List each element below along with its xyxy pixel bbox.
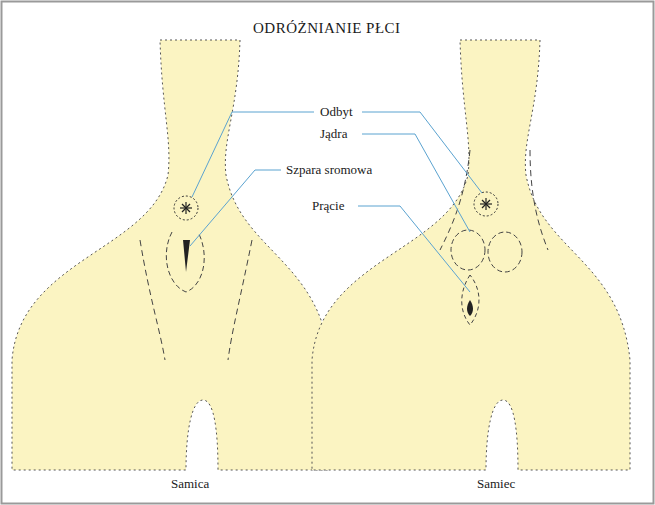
leader-line [362, 112, 482, 193]
sex-caption: Samica [171, 476, 209, 492]
leader-lines [190, 112, 482, 292]
part-label: Szpara sromowa [286, 162, 372, 178]
anus-ring [474, 192, 498, 216]
title: ODRÓŻNIANIE PŁCI [253, 20, 401, 36]
contour [140, 240, 165, 360]
part-label: Odbyt [320, 104, 353, 120]
testis [451, 230, 485, 270]
vulva-slit [183, 240, 190, 272]
contour [440, 150, 470, 250]
vulva-region [166, 232, 204, 292]
sex-caption: Samiec [477, 476, 515, 492]
anus-ring [174, 196, 198, 220]
part-label: Prącie [312, 198, 344, 214]
penis-region [462, 275, 479, 325]
female-body [12, 40, 330, 470]
part-label: Jądra [320, 126, 347, 142]
body-outline [312, 40, 630, 470]
male-body [312, 40, 630, 470]
leader-line [362, 134, 470, 232]
body-outline [12, 40, 330, 470]
anus-mark [180, 202, 192, 214]
leader-line [358, 206, 470, 292]
anus-mark [480, 198, 492, 210]
leader-line [192, 112, 314, 197]
leader-line [190, 170, 281, 246]
testis [488, 232, 522, 272]
contour [530, 150, 548, 250]
penis-tip [467, 300, 473, 316]
contour [228, 240, 252, 360]
